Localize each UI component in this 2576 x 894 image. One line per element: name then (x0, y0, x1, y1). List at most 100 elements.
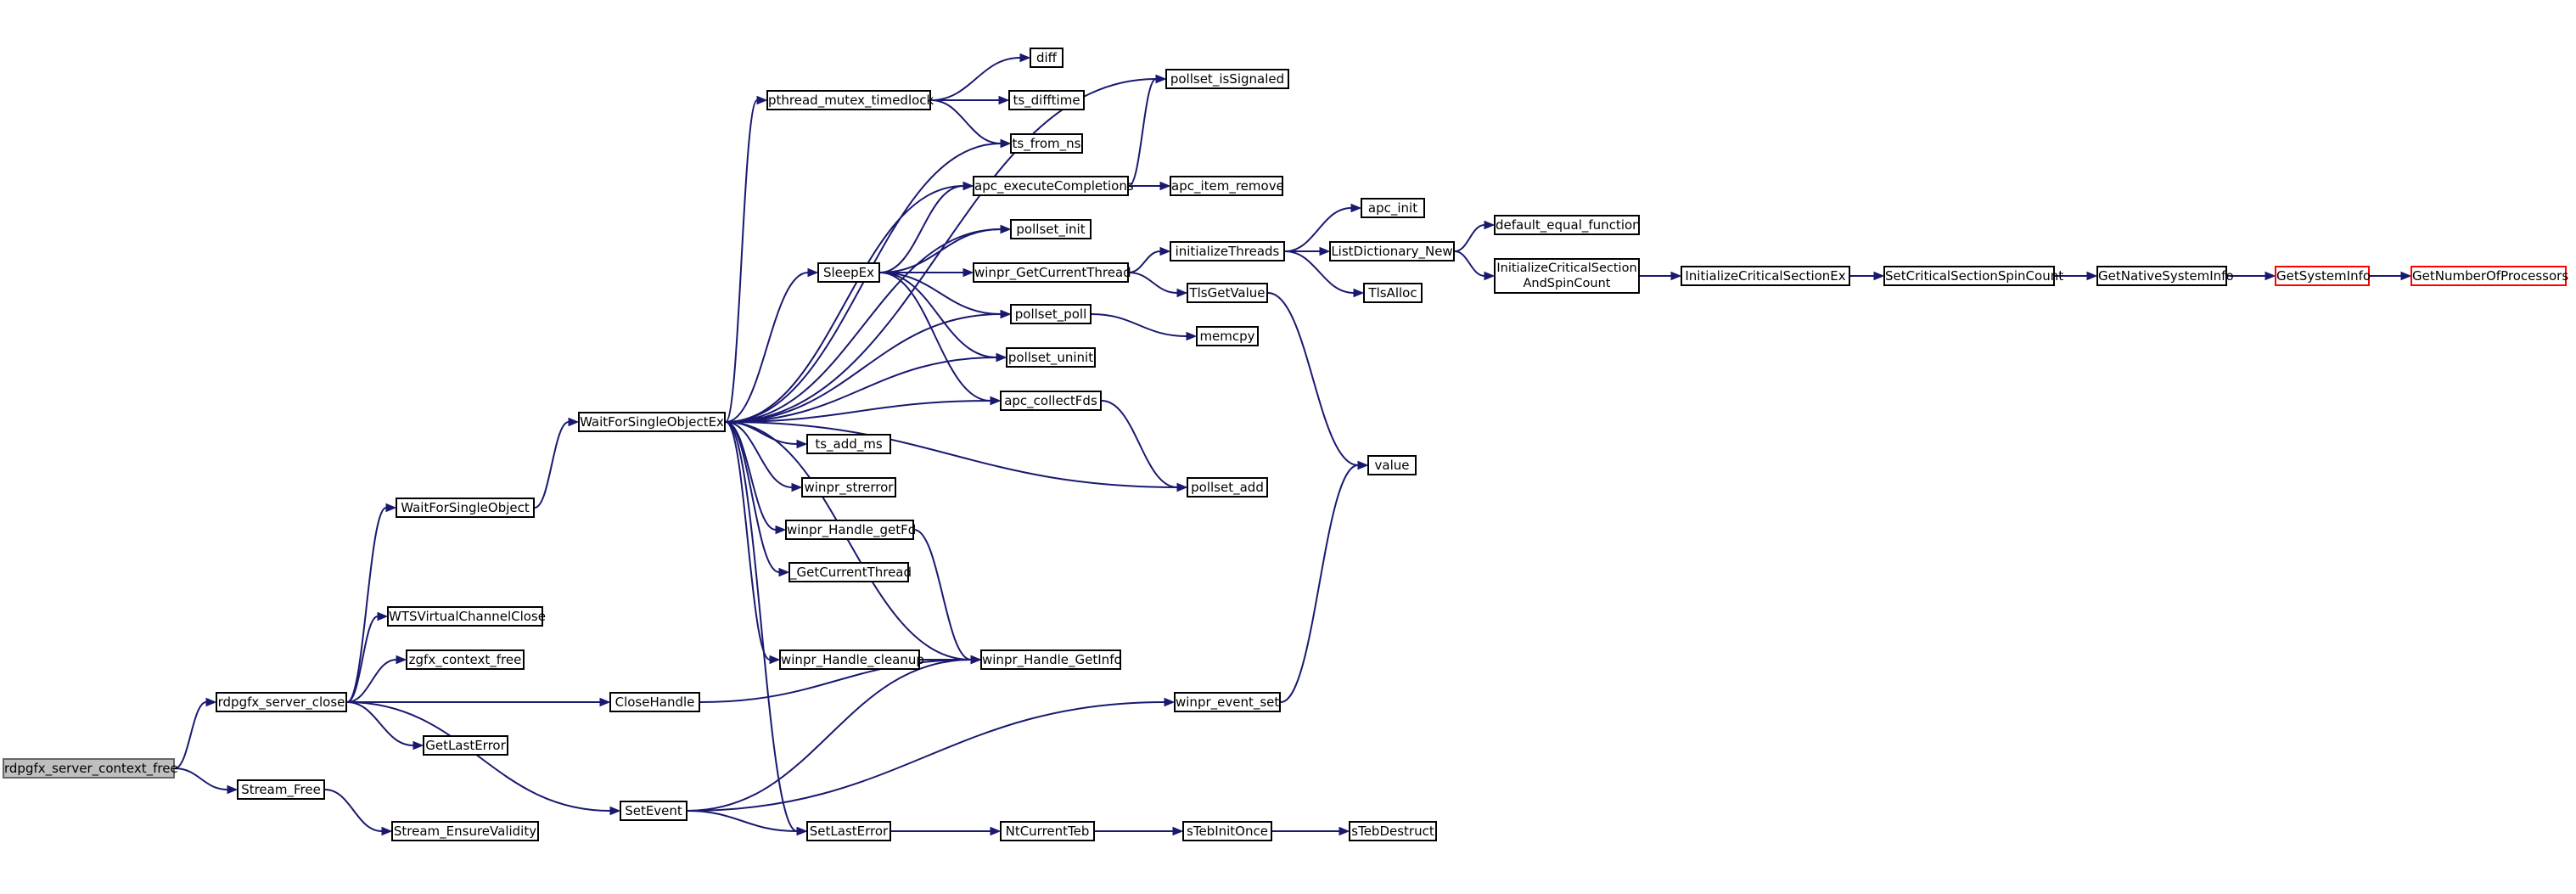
node-initializecriticalsectionex[interactable]: InitializeCriticalSectionEx (1681, 266, 1850, 286)
node-sleepex[interactable]: SleepEx (817, 262, 880, 283)
node-setevent[interactable]: SetEvent (620, 801, 687, 821)
edge-waitforsingleobjectex-to-pollset-poll (725, 313, 1002, 423)
node-apc-init[interactable]: apc_init (1361, 198, 1425, 218)
arrowhead-pollset-init (1000, 224, 1012, 234)
arrowhead-initializecriticalsectionex (1670, 271, 1682, 281)
node-getcurrentthread-internal[interactable]: _GetCurrentThread (789, 562, 912, 582)
node-apc-collectfds[interactable]: apc_collectFds (1000, 391, 1102, 411)
edge-pthread-mutex-timedlock-to-diff (930, 57, 1021, 101)
arrowhead-apc-collectfds (990, 396, 1002, 406)
arrowhead-pollset-poll (1000, 309, 1012, 319)
arrowhead-ntcurrentteb (990, 826, 1002, 836)
node-winpr-handle-cleanup[interactable]: winpr_Handle_cleanup (779, 649, 924, 670)
node-memcpy[interactable]: memcpy (1196, 326, 1259, 346)
arrowhead-pollset-uninit (996, 352, 1007, 363)
edge-waitforsingleobjectex-to-winpr-handle-getfd (725, 421, 777, 531)
arrowhead-sleepex (807, 267, 819, 278)
arrowhead-setlasterror (796, 826, 808, 836)
node-pthread-mutex-timedlock[interactable]: pthread_mutex_timedlock (766, 90, 934, 110)
node-initializecriticalsectionandspincount[interactable]: InitializeCriticalSection AndSpinCount (1494, 258, 1640, 294)
edge-waitforsingleobjectex-to-pollset-init (725, 228, 1002, 423)
node-ts-from-ns[interactable]: ts_from_ns (1010, 133, 1083, 154)
arrowhead-initializethreads (1159, 246, 1171, 256)
node-winpr-strerror[interactable]: winpr_strerror (801, 477, 896, 498)
edge-pthread-mutex-timedlock-to-ts-from-ns (930, 99, 1002, 144)
node-winpr-handle-getinfo[interactable]: winpr_Handle_GetInfo (980, 649, 1122, 670)
arrowhead-stebinitonce (1172, 826, 1184, 836)
node-pollset-poll[interactable]: pollset_poll (1010, 304, 1092, 324)
arrowhead-default-equal-function (1484, 220, 1496, 230)
edge-setevent-to-winpr-event-set (687, 701, 1165, 812)
node-diff[interactable]: diff (1030, 48, 1064, 68)
edge-sleepex-to-apc-executecompletions (879, 185, 964, 273)
node-stream-ensurevalidity[interactable]: Stream_EnsureValidity (391, 821, 539, 841)
arrowhead-listdictionary-new (1319, 246, 1331, 256)
arrowhead-winpr-handle-getinfo (970, 655, 982, 665)
arrowhead-winpr-getcurrentthread (962, 267, 974, 278)
arrowhead-waitforsingleobject (385, 503, 397, 513)
arrowhead-apc-executecompletions (962, 181, 974, 191)
arrowhead-diff (1019, 53, 1031, 63)
node-zgfx-context-free[interactable]: zgfx_context_free (406, 649, 525, 670)
node-stebinitonce[interactable]: sTebInitOnce (1182, 821, 1272, 841)
node-getsysteminfo[interactable]: GetSystemInfo (2275, 266, 2371, 286)
arrowhead-pollset-add (1176, 482, 1188, 492)
node-setlasterror[interactable]: SetLastError (806, 821, 891, 841)
arrowhead-closehandle (599, 697, 611, 707)
edge-waitforsingleobjectex-to-winpr-handle-cleanup (725, 421, 771, 661)
node-ts-add-ms[interactable]: ts_add_ms (806, 434, 891, 454)
edge-rdpgfx-server-context-free-to-stream-free (174, 767, 228, 790)
node-tlsalloc[interactable]: TlsAlloc (1363, 283, 1423, 303)
node-wtsvirtualchannelclose[interactable]: WTSVirtualChannelClose (387, 606, 546, 627)
node-stebdestruct[interactable]: sTebDestruct (1349, 821, 1437, 841)
node-pollset-issignaled[interactable]: pollset_isSignaled (1165, 69, 1289, 89)
node-winpr-getcurrentthread[interactable]: winpr_GetCurrentThread (973, 262, 1131, 283)
edge-winpr-handle-getfd-to-winpr-handle-getinfo (913, 529, 972, 661)
node-tlsgetvalue[interactable]: TlsGetValue (1187, 283, 1268, 303)
edge-sleepex-to-pollset-init (879, 228, 1002, 273)
edge-waitforsingleobjectex-to-pollset-uninit (725, 357, 997, 423)
node-apc-executecompletions[interactable]: apc_executeCompletions (973, 176, 1134, 196)
edge-waitforsingleobjectex-to-pollset-add (725, 421, 1178, 488)
arrowhead-tlsalloc (1353, 288, 1365, 298)
node-waitforsingleobjectex[interactable]: WaitForSingleObjectEx (578, 412, 726, 432)
arrowhead-zgfx-context-free (396, 655, 407, 665)
node-pollset-uninit[interactable]: pollset_uninit (1006, 347, 1096, 368)
node-rdpgfx-server-close[interactable]: rdpgfx_server_close (216, 692, 347, 712)
node-ts-difftime[interactable]: ts_difftime (1008, 90, 1085, 110)
node-pollset-add[interactable]: pollset_add (1187, 477, 1268, 498)
node-setcriticalsectionspincount[interactable]: SetCriticalSectionSpinCount (1883, 266, 2063, 286)
node-winpr-event-set[interactable]: winpr_event_set (1174, 692, 1281, 712)
node-stream-free[interactable]: Stream_Free (237, 779, 325, 800)
arrowhead-rdpgfx-server-close (205, 697, 217, 707)
arrowhead-getcurrentthread (778, 567, 790, 577)
node-waitforsingleobject[interactable]: WaitForSingleObject (396, 498, 535, 518)
node-initializethreads[interactable]: initializeThreads (1170, 241, 1285, 261)
node-getlasterror[interactable]: GetLastError (423, 735, 508, 756)
node-rdpgfx-server-context-free[interactable]: rdpgfx_server_context_free (3, 758, 178, 779)
node-getnativesysteminfo[interactable]: GetNativeSystemInfo (2096, 266, 2234, 286)
node-getnumberofprocessors[interactable]: GetNumberOfProcessors (2410, 266, 2568, 286)
edge-waitforsingleobjectex-to-winpr-handle-getinfo (725, 421, 972, 661)
arrowhead-getlasterror (412, 740, 424, 751)
edge-listdictionary-new-to-initializecriticalsectionandspincount (1454, 250, 1485, 277)
arrowhead-ts-difftime (998, 95, 1010, 105)
edge-sleepex-to-apc-collectfds (879, 272, 991, 402)
arrowhead-setevent (609, 806, 621, 816)
node-winpr-handle-getfd[interactable]: winpr_Handle_getFd (785, 520, 916, 540)
arrowhead-stebdestruct (1339, 826, 1350, 836)
node-apc-item-remove[interactable]: apc_item_remove (1170, 176, 1284, 196)
arrowhead-winpr-strerror (791, 482, 803, 492)
node-default-equal-function[interactable]: default_equal_function (1494, 215, 1641, 235)
edge-waitforsingleobjectex-to-getcurrentthread (725, 421, 780, 573)
node-pollset-init[interactable]: pollset_init (1010, 219, 1092, 239)
node-listdictionary-new[interactable]: ListDictionary_New (1329, 241, 1455, 261)
edge-sleepex-to-pollset-uninit (879, 272, 997, 358)
edge-initializethreads-to-apc-init (1284, 207, 1352, 252)
arrowhead-tlsgetvalue (1176, 288, 1188, 298)
node-closehandle[interactable]: CloseHandle (609, 692, 700, 712)
node-ntcurrentteb[interactable]: NtCurrentTeb (1000, 821, 1095, 841)
arrowhead-apc-init (1350, 203, 1362, 213)
node-value[interactable]: value (1367, 455, 1417, 475)
